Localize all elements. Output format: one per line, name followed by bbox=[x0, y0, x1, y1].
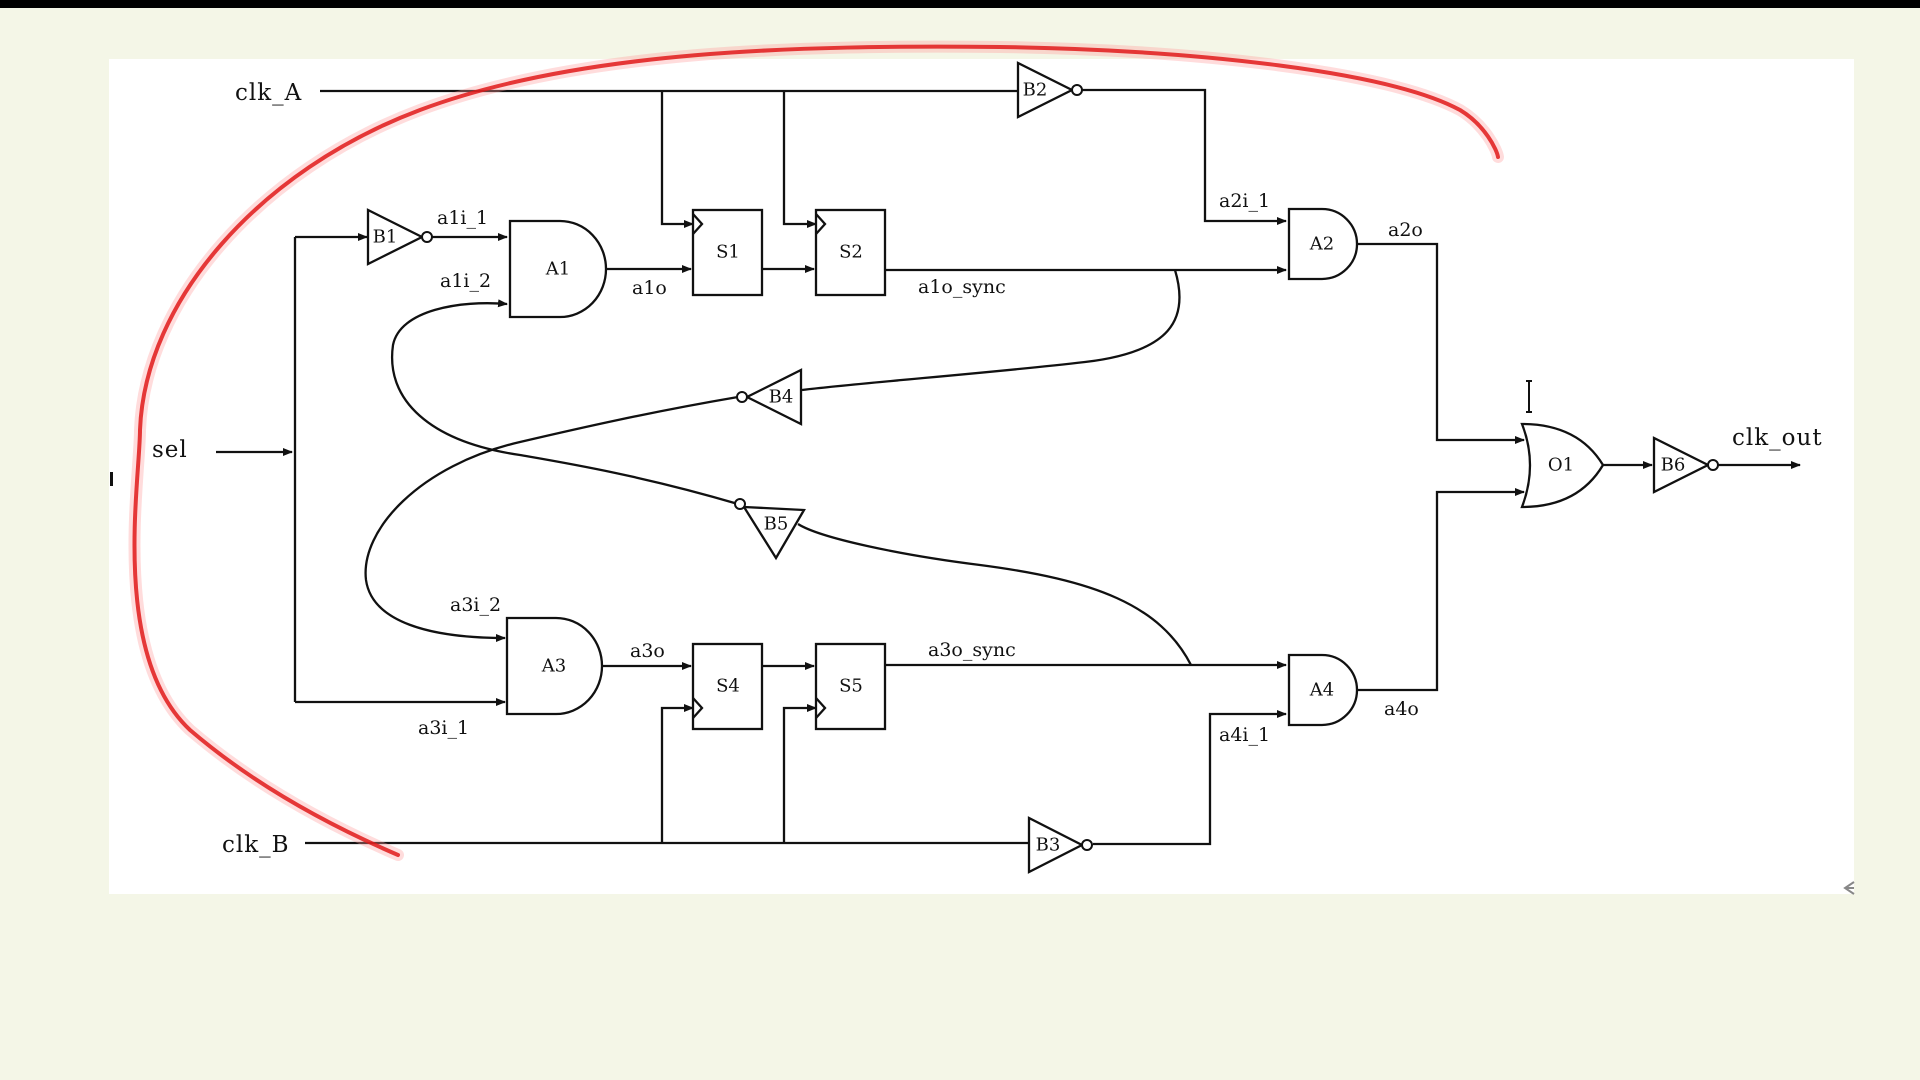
wire-a1o-sync-to-b4 bbox=[801, 269, 1181, 392]
gate-b2: B2 bbox=[1016, 61, 1083, 119]
port-sel: sel bbox=[152, 437, 188, 463]
signal-a3i-1: a3i_1 bbox=[418, 717, 469, 739]
wire-a3i-2 bbox=[364, 395, 739, 642]
gate-a2: A2 bbox=[1287, 207, 1359, 281]
gate-b3-label: B3 bbox=[1036, 835, 1061, 856]
left-edge-marker bbox=[110, 472, 113, 486]
gate-b1-label: B1 bbox=[373, 227, 398, 248]
flop-s1-label: S1 bbox=[716, 242, 740, 263]
gate-b5: B5 bbox=[734, 498, 806, 561]
wire-a4o bbox=[1357, 488, 1525, 692]
wire-b3-to-a4 bbox=[1093, 710, 1287, 846]
port-clk-a: clk_A bbox=[235, 80, 302, 106]
port-clk-b: clk_B bbox=[222, 832, 290, 858]
flop-s2-label: S2 bbox=[839, 242, 863, 263]
gate-a3-label: A3 bbox=[541, 656, 566, 677]
resize-handle-icon[interactable] bbox=[1843, 881, 1855, 895]
gate-a2-label: A2 bbox=[1309, 234, 1334, 255]
flop-s5-label: S5 bbox=[839, 676, 863, 697]
top-bar bbox=[0, 0, 1920, 8]
wire-clk-b-to-s5 bbox=[782, 704, 817, 843]
wire-b2-to-a2 bbox=[1082, 88, 1287, 225]
flop-s2: S2 bbox=[814, 208, 887, 297]
signal-a4o: a4o bbox=[1384, 698, 1419, 720]
signal-a1o: a1o bbox=[632, 277, 667, 299]
gate-b5-label: B5 bbox=[764, 514, 789, 535]
gate-b3: B3 bbox=[1027, 816, 1093, 874]
signal-a1o-sync: a1o_sync bbox=[918, 276, 1006, 298]
wire-a1i-2 bbox=[390, 299, 739, 506]
gate-b1: B1 bbox=[366, 208, 433, 266]
gate-b4: B4 bbox=[736, 368, 803, 426]
gate-b6: B6 bbox=[1652, 436, 1719, 494]
wire-clk-a-to-s1 bbox=[660, 91, 694, 228]
gate-a4-label: A4 bbox=[1309, 680, 1334, 701]
wire-clk-b-to-s4 bbox=[660, 704, 694, 843]
signal-a2o: a2o bbox=[1388, 219, 1423, 241]
gate-a1: A1 bbox=[508, 219, 608, 319]
wire-clk-a-to-s2 bbox=[782, 91, 817, 228]
text-cursor-icon bbox=[1526, 380, 1532, 413]
gate-a1-label: A1 bbox=[545, 259, 570, 280]
port-clk-out: clk_out bbox=[1732, 425, 1823, 451]
gate-a3: A3 bbox=[505, 616, 604, 716]
wire-a2o bbox=[1357, 242, 1525, 444]
gate-b6-label: B6 bbox=[1661, 455, 1686, 476]
signal-a3o: a3o bbox=[630, 640, 665, 662]
wire-a3o-sync-to-b5 bbox=[797, 523, 1193, 666]
signal-a4i-1: a4i_1 bbox=[1219, 724, 1270, 746]
red-annotation-stroke bbox=[128, 40, 1504, 861]
gate-o1-label: O1 bbox=[1548, 455, 1574, 476]
signal-a3o-sync: a3o_sync bbox=[928, 639, 1016, 661]
signal-a3i-2: a3i_2 bbox=[450, 594, 501, 616]
gate-b2-label: B2 bbox=[1023, 80, 1048, 101]
wires bbox=[216, 88, 1801, 846]
signal-a1i-1: a1i_1 bbox=[437, 207, 488, 229]
signal-a2i-1: a2i_1 bbox=[1219, 190, 1270, 212]
flop-s5: S5 bbox=[814, 642, 887, 731]
gate-b4-label: B4 bbox=[769, 387, 794, 408]
gate-o1: O1 bbox=[1520, 422, 1605, 509]
flop-s4: S4 bbox=[691, 642, 764, 731]
flop-s1: S1 bbox=[691, 208, 764, 297]
signal-a1i-2: a1i_2 bbox=[440, 270, 491, 292]
flop-s4-label: S4 bbox=[716, 676, 740, 697]
gate-a4: A4 bbox=[1287, 653, 1359, 727]
